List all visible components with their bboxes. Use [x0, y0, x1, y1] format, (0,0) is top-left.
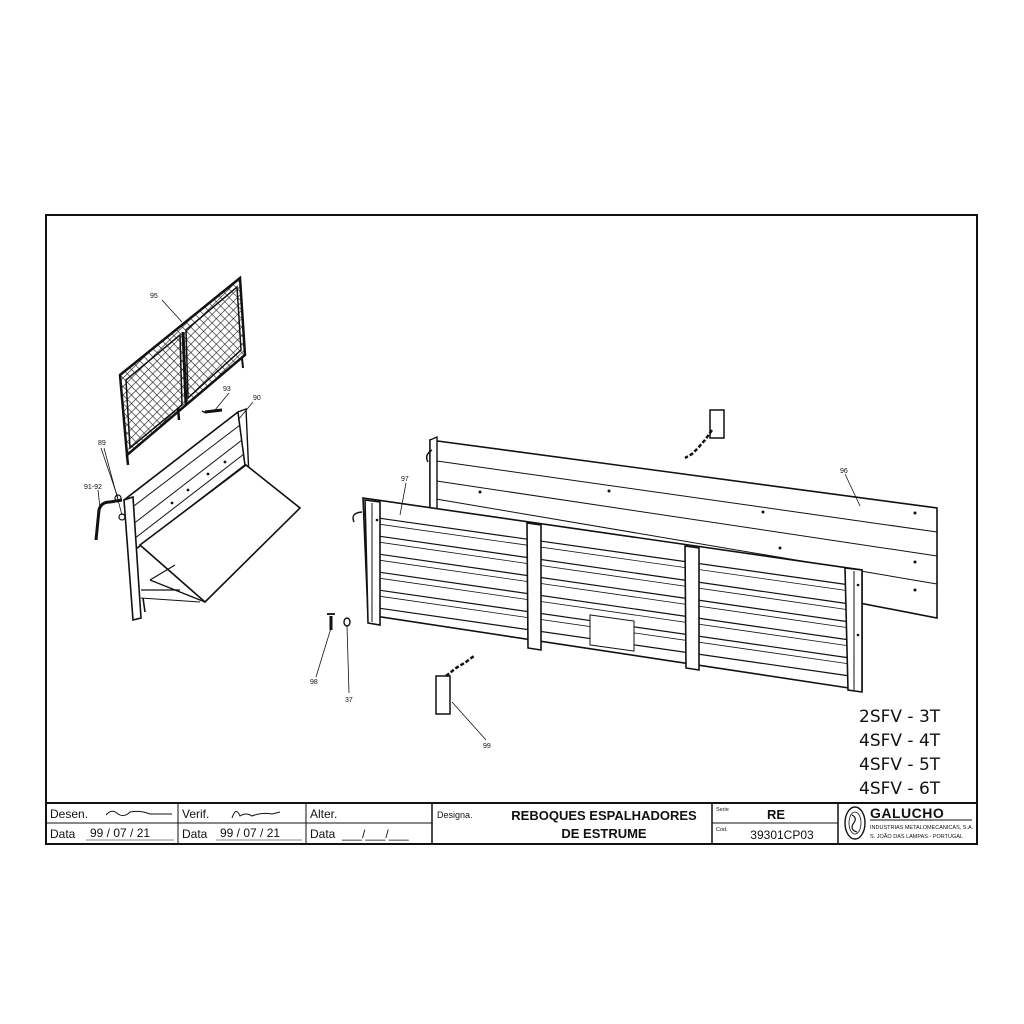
- callout-37: 37: [345, 697, 353, 704]
- slatted-side-board-97: [352, 497, 863, 693]
- designa-label: Designa.: [437, 810, 473, 820]
- cod-value: 39301CP03: [750, 828, 814, 842]
- alter-data-label: Data: [310, 827, 336, 841]
- desen-data-label: Data: [50, 827, 76, 841]
- callout-96: 96: [840, 468, 848, 475]
- model-list: 2SFV - 3T 4SFV - 4T 4SFV - 5T 4SFV - 6T: [859, 707, 941, 799]
- callout-90: 90: [253, 395, 261, 402]
- model-4sfv-5t: 4SFV - 5T: [859, 755, 941, 775]
- bolt-98: [327, 613, 335, 630]
- company-name: GALUCHO: [870, 805, 944, 821]
- desen-label: Desen.: [50, 807, 88, 821]
- verif-data-label: Data: [182, 827, 208, 841]
- mesh-screen-part: [118, 275, 247, 466]
- bolt-93: [201, 408, 223, 414]
- callouts: 95 93 90 89 91-92 97 96 98 37 99: [84, 293, 848, 750]
- desen-signature: [105, 810, 172, 817]
- rear-door-part: [123, 408, 302, 622]
- chain-hook-upper: [684, 409, 725, 460]
- callout-98: 98: [310, 679, 318, 686]
- model-4sfv-4t: 4SFV - 4T: [859, 731, 941, 751]
- alter-label: Alter.: [310, 807, 337, 821]
- title-block: Desen. Verif. Alter. Data 99 / 07 / 21 D…: [46, 802, 977, 844]
- chain-hook-99: [435, 655, 475, 715]
- leader-lines: [97, 299, 861, 741]
- verif-date: 99 / 07 / 21: [220, 826, 280, 840]
- hook-lever-91-92: [94, 494, 126, 541]
- callout-93: 93: [223, 386, 231, 393]
- model-2sfv-3t: 2SFV - 3T: [859, 707, 941, 727]
- washer-37: [343, 617, 351, 627]
- designation-line1: REBOQUES ESPALHADORES: [511, 808, 697, 823]
- callout-99: 99: [483, 743, 491, 750]
- callout-91-92: 91-92: [84, 484, 102, 491]
- company-address: S. JOÃO DAS LAMPAS - PORTUGAL: [870, 833, 963, 840]
- drawing-border: [45, 214, 978, 845]
- company-logo-icon: [844, 806, 866, 840]
- verif-label: Verif.: [182, 807, 209, 821]
- cod-label: Cod.: [716, 827, 728, 833]
- company-subtitle: INDUSTRIAS METALOMECANICAS, S.A.: [870, 825, 974, 831]
- callout-95: 95: [150, 293, 158, 300]
- callout-97: 97: [401, 476, 409, 483]
- callout-89: 89: [98, 440, 106, 447]
- verif-signature: [231, 811, 281, 819]
- desen-date: 99 / 07 / 21: [90, 826, 150, 840]
- serie-value: RE: [767, 807, 785, 822]
- alter-date: ___/___/___: [341, 827, 409, 841]
- designation-line2: DE ESTRUME: [561, 826, 647, 841]
- serie-label: Serie: [716, 807, 729, 813]
- model-4sfv-6t: 4SFV - 6T: [859, 779, 941, 799]
